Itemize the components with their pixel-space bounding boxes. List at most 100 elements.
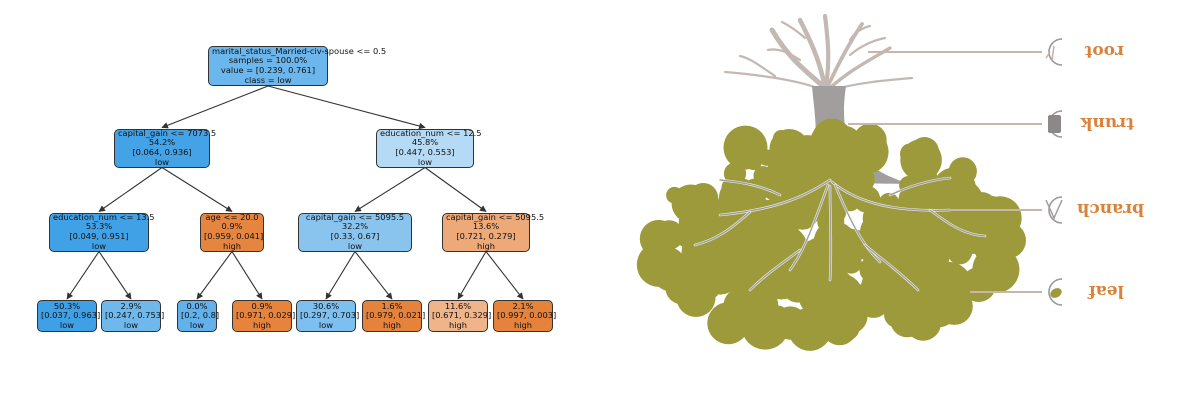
tree-node-line: [0.721, 0.279] (456, 231, 516, 241)
tree-node-line: low (347, 240, 363, 251)
foliage-blob (970, 274, 994, 299)
tree-node-line: low (318, 319, 334, 330)
decision-tree-diagram: marital_status_Married-civ-spouse <= 0.5… (0, 0, 590, 407)
foliage-blob (824, 125, 863, 164)
tree-edge-n6-n14 (485, 251, 524, 300)
tree-roots (723, 13, 914, 92)
foliage-blob (740, 271, 778, 309)
tree-node-line: [0.979, 0.021] (366, 310, 426, 321)
foliage-blob (688, 183, 719, 213)
tree-node-line: high (513, 319, 533, 330)
tree-node-line: age <= 20.0 (205, 211, 259, 222)
tree-node-root: marital_status_Married-civ-spouse <= 0.5… (208, 46, 386, 86)
foliage-blob (779, 247, 818, 286)
tree-node-line: 53.3% (85, 221, 113, 232)
foliage-blob (874, 263, 911, 301)
tree-node-line: high (448, 319, 468, 330)
tree-node-n9: 0.0%[0.2, 0.8]low (177, 300, 220, 332)
foliage-blob (658, 252, 678, 272)
tree-node-line: samples = 100.0% (228, 55, 308, 66)
tree-node-line: capital_gain <= 7073.5 (118, 127, 217, 138)
branch-label: branch (1077, 199, 1144, 219)
foliage-blob (926, 256, 946, 277)
tree-node-line: low (417, 156, 433, 167)
tree-node-line: high (476, 240, 496, 251)
tree-node-line: [0.297, 0.703] (300, 310, 360, 321)
tree-node-line: 1.6% (381, 300, 403, 311)
trunk-icon (1048, 110, 1063, 138)
foliage-blob (676, 277, 716, 317)
tree-node-line: value = [0.239, 0.761] (220, 65, 316, 75)
tree-node-line: [0.049, 0.951] (69, 231, 129, 241)
tree-node-line: low (91, 240, 107, 251)
branch-line (829, 185, 832, 281)
foliage-blob (742, 136, 765, 159)
foliage-blob (723, 162, 747, 185)
tree-node-line: 32.2% (341, 221, 369, 232)
tree-node-line: [0.064, 0.936] (132, 147, 192, 157)
tree-node-line: 0.9% (221, 221, 243, 232)
foliage-blob (745, 153, 762, 171)
tree-node-n13: 11.6%[0.671, 0.329]high (428, 300, 492, 332)
foliage-blob (943, 277, 969, 303)
tree-node-line: education_num <= 13.5 (53, 211, 155, 222)
tree-edge-n4-n10 (231, 251, 263, 300)
foliage-blob (936, 178, 984, 226)
tree-node-line: [0.997, 0.003] (497, 310, 557, 321)
tree-node-line: 0.9% (251, 300, 273, 311)
branch-line (719, 179, 781, 196)
root-strand (822, 13, 831, 89)
branch-line (889, 177, 951, 196)
root-strand (769, 27, 828, 91)
tree-edge-n2-n5 (354, 167, 426, 212)
tree-node-line: high (222, 240, 242, 251)
foliage-blob (892, 216, 939, 263)
foliage-blob (823, 270, 844, 292)
foliage-blob (769, 129, 810, 169)
tree-edge-n4-n9 (196, 251, 233, 300)
root-strand (738, 54, 777, 78)
tree-node-line: 2.9% (120, 300, 142, 311)
tree-edge-n2-n6 (424, 167, 487, 212)
tree-node-line: 13.6% (472, 221, 500, 232)
tree-edge-n1-n3 (98, 167, 163, 212)
tree-node-line: capital_gain <= 5095.5 (446, 211, 545, 222)
tree-node-line: class = low (244, 74, 292, 85)
tree-edges (66, 85, 524, 300)
foliage-blob (985, 206, 1009, 230)
tree-edge-n5-n11 (325, 251, 356, 300)
tree-node-line: 30.6% (312, 300, 340, 311)
tree-node-line: low (189, 319, 205, 330)
tree-node-line: [0.671, 0.329] (432, 310, 492, 321)
branch-line (831, 181, 951, 212)
tree-node-n12: 1.6%[0.979, 0.021]high (362, 300, 426, 332)
tree-edge-n3-n7 (66, 251, 100, 300)
tree-node-line: 2.1% (512, 300, 534, 311)
root-strand (797, 17, 828, 91)
tree-node-line: high (382, 319, 402, 330)
tree-node-line: low (59, 319, 75, 330)
tree-edge-n5-n12 (354, 251, 393, 300)
tree-node-n8: 2.9%[0.247, 0.753]low (101, 300, 164, 332)
root-icon (1045, 38, 1063, 66)
branch-line (929, 209, 986, 237)
tree-node-n7: 50.3%[0.037, 0.963]low (37, 300, 100, 332)
tree-node-line: [0.2, 0.8] (181, 310, 220, 321)
tree-node-line: 11.6% (444, 300, 472, 311)
branch-line (789, 184, 829, 271)
tree-node-line: low (123, 319, 139, 330)
foliage-blob (883, 206, 906, 229)
tree-node-n10: 0.9%[0.971, 0.029]high (232, 300, 295, 332)
tree-node-line: education_num <= 12.5 (380, 127, 482, 138)
tree-node-line: 0.0% (186, 300, 208, 311)
branch-line (864, 244, 919, 291)
tree-node-line: capital_gain <= 5095.5 (305, 211, 405, 222)
tree-node-line: low (154, 156, 170, 167)
